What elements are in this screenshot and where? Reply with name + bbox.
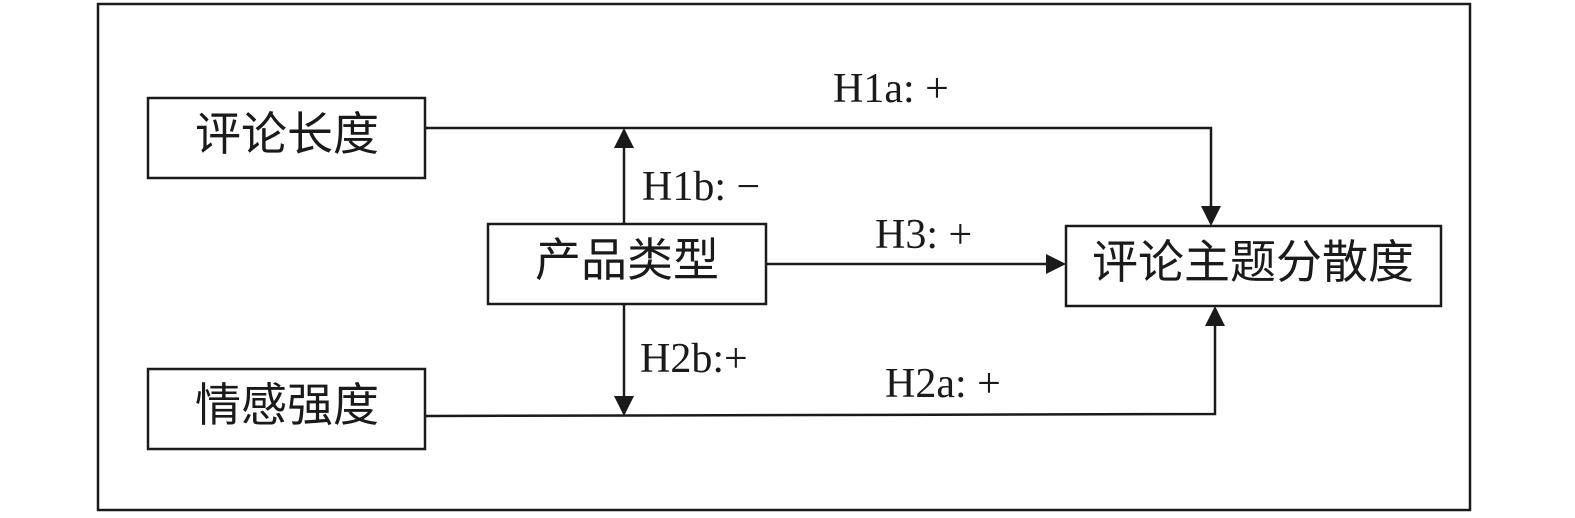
edge-h2a-line [424, 324, 1217, 418]
node-topic-dispersion: 评论主题分散度 [1064, 224, 1443, 308]
edge-h2b-arrowhead [614, 396, 634, 416]
node-topic-dispersion-label: 评论主题分散度 [1092, 235, 1414, 289]
node-emotion-intensity-label: 情感强度 [195, 378, 379, 432]
edge-h2a-label: H2a: + [885, 361, 1001, 407]
edge-h3-label: H3: + [875, 212, 972, 258]
node-product-type-label: 产品类型 [535, 233, 719, 287]
edge-h1a-line [425, 126, 1213, 210]
edge-h1b-arrowhead [614, 128, 634, 148]
edge-h1b-label: H1b: − [642, 164, 760, 210]
node-product-type: 产品类型 [486, 222, 768, 306]
node-emotion-intensity: 情感强度 [146, 367, 427, 451]
edge-h1a-arrowhead [1201, 206, 1221, 226]
edge-h2a-arrowhead [1205, 306, 1225, 326]
node-review-length-label: 评论长度 [195, 107, 379, 161]
edge-h1a-label: H1a: + [833, 66, 949, 112]
edge-h2b-label: H2b:+ [640, 336, 748, 382]
edge-h3-arrowhead [1046, 254, 1066, 274]
node-review-length: 评论长度 [146, 96, 427, 180]
diagram-frame [96, 2, 1472, 512]
